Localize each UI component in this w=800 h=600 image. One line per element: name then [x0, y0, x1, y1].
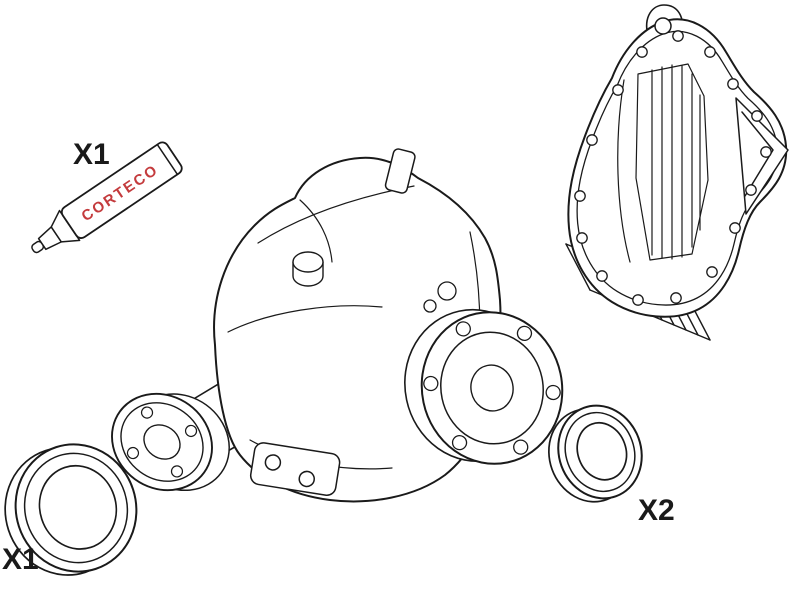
- shaft-seal-left: [4, 443, 138, 576]
- output-flange: [111, 392, 230, 492]
- output-flange-bolt-holes: [126, 406, 198, 478]
- seal-right-bore: [576, 422, 628, 481]
- tube-body: [60, 141, 183, 239]
- boss-large: [437, 281, 457, 301]
- filler-plug: [292, 251, 324, 287]
- tube-shoulder: [50, 209, 81, 243]
- rear-cover-gasket: [565, 4, 789, 341]
- companion-flange-bolt-holes: [423, 321, 561, 455]
- differential-housing: [111, 148, 564, 503]
- qty-label-sealant: X1: [73, 138, 110, 171]
- gasket-tab-hole: [654, 17, 672, 35]
- gasket-center-panel: [617, 63, 709, 263]
- mounting-bracket: [249, 442, 341, 496]
- breather-tab: [384, 148, 416, 194]
- qty-label-seal-right: X2: [638, 494, 675, 527]
- qty-label-seal-left: X1: [2, 543, 39, 576]
- boss-small: [423, 299, 437, 313]
- gasket-bolt-holes: [574, 30, 772, 306]
- seal-left-bore: [38, 464, 118, 550]
- tube-crimp: [156, 143, 179, 176]
- shaft-seal-right: [548, 404, 643, 503]
- companion-flange: [404, 308, 564, 465]
